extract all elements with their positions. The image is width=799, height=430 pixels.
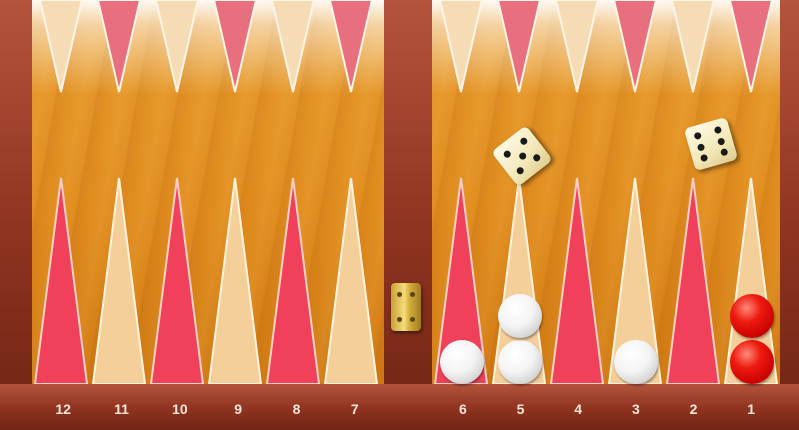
- point-9[interactable]: [209, 178, 261, 384]
- die-pip: [517, 151, 527, 161]
- point-number-11: 11: [92, 394, 150, 424]
- white-checker[interactable]: [498, 340, 542, 384]
- point-number-8: 8: [267, 394, 325, 424]
- die-pip: [519, 137, 529, 147]
- left-point-numbers: 12 11 10 9 8 7: [34, 394, 384, 424]
- top-point[interactable]: [440, 0, 482, 92]
- white-checker[interactable]: [440, 340, 484, 384]
- point-number-6: 6: [434, 394, 492, 424]
- die-pip: [697, 142, 706, 151]
- right-points-layer: [432, 0, 780, 384]
- top-point[interactable]: [498, 0, 540, 92]
- point-number-5: 5: [492, 394, 550, 424]
- left-points-layer: [32, 0, 384, 384]
- top-point[interactable]: [40, 0, 82, 92]
- point-8[interactable]: [267, 178, 319, 384]
- point-number-12: 12: [34, 394, 92, 424]
- die-pip: [720, 148, 729, 157]
- die-pip: [713, 126, 722, 135]
- point-number-10: 10: [151, 394, 209, 424]
- right-quadrant: [432, 0, 780, 384]
- point-2[interactable]: [667, 178, 719, 384]
- white-checker[interactable]: [614, 340, 658, 384]
- point-number-2: 2: [665, 394, 723, 424]
- point-10[interactable]: [151, 178, 203, 384]
- die-pip: [694, 131, 703, 140]
- die-pip: [515, 165, 525, 175]
- frame-right: [780, 0, 799, 430]
- point-number-7: 7: [326, 394, 384, 424]
- top-point[interactable]: [156, 0, 198, 92]
- hinge-icon: [391, 283, 421, 331]
- top-point[interactable]: [614, 0, 656, 92]
- die-pip: [700, 153, 709, 162]
- die-pip: [531, 153, 541, 163]
- point-7[interactable]: [325, 178, 377, 384]
- white-checker[interactable]: [498, 294, 542, 338]
- point-number-1: 1: [722, 394, 780, 424]
- right-point-numbers: 6 5 4 3 2 1: [434, 394, 780, 424]
- frame-left: [0, 0, 32, 430]
- top-point[interactable]: [730, 0, 772, 92]
- point-12[interactable]: [35, 178, 87, 384]
- top-point[interactable]: [556, 0, 598, 92]
- point-4[interactable]: [551, 178, 603, 384]
- die-pip: [716, 137, 725, 146]
- top-point[interactable]: [214, 0, 256, 92]
- die-pip: [503, 149, 513, 159]
- left-quadrant: [32, 0, 384, 384]
- point-number-4: 4: [549, 394, 607, 424]
- top-point[interactable]: [330, 0, 372, 92]
- red-checker[interactable]: [730, 294, 774, 338]
- red-checker[interactable]: [730, 340, 774, 384]
- point-number-9: 9: [209, 394, 267, 424]
- frame-center-bar: [384, 0, 432, 430]
- top-point[interactable]: [672, 0, 714, 92]
- top-point[interactable]: [272, 0, 314, 92]
- point-number-3: 3: [607, 394, 665, 424]
- point-11[interactable]: [93, 178, 145, 384]
- top-point[interactable]: [98, 0, 140, 92]
